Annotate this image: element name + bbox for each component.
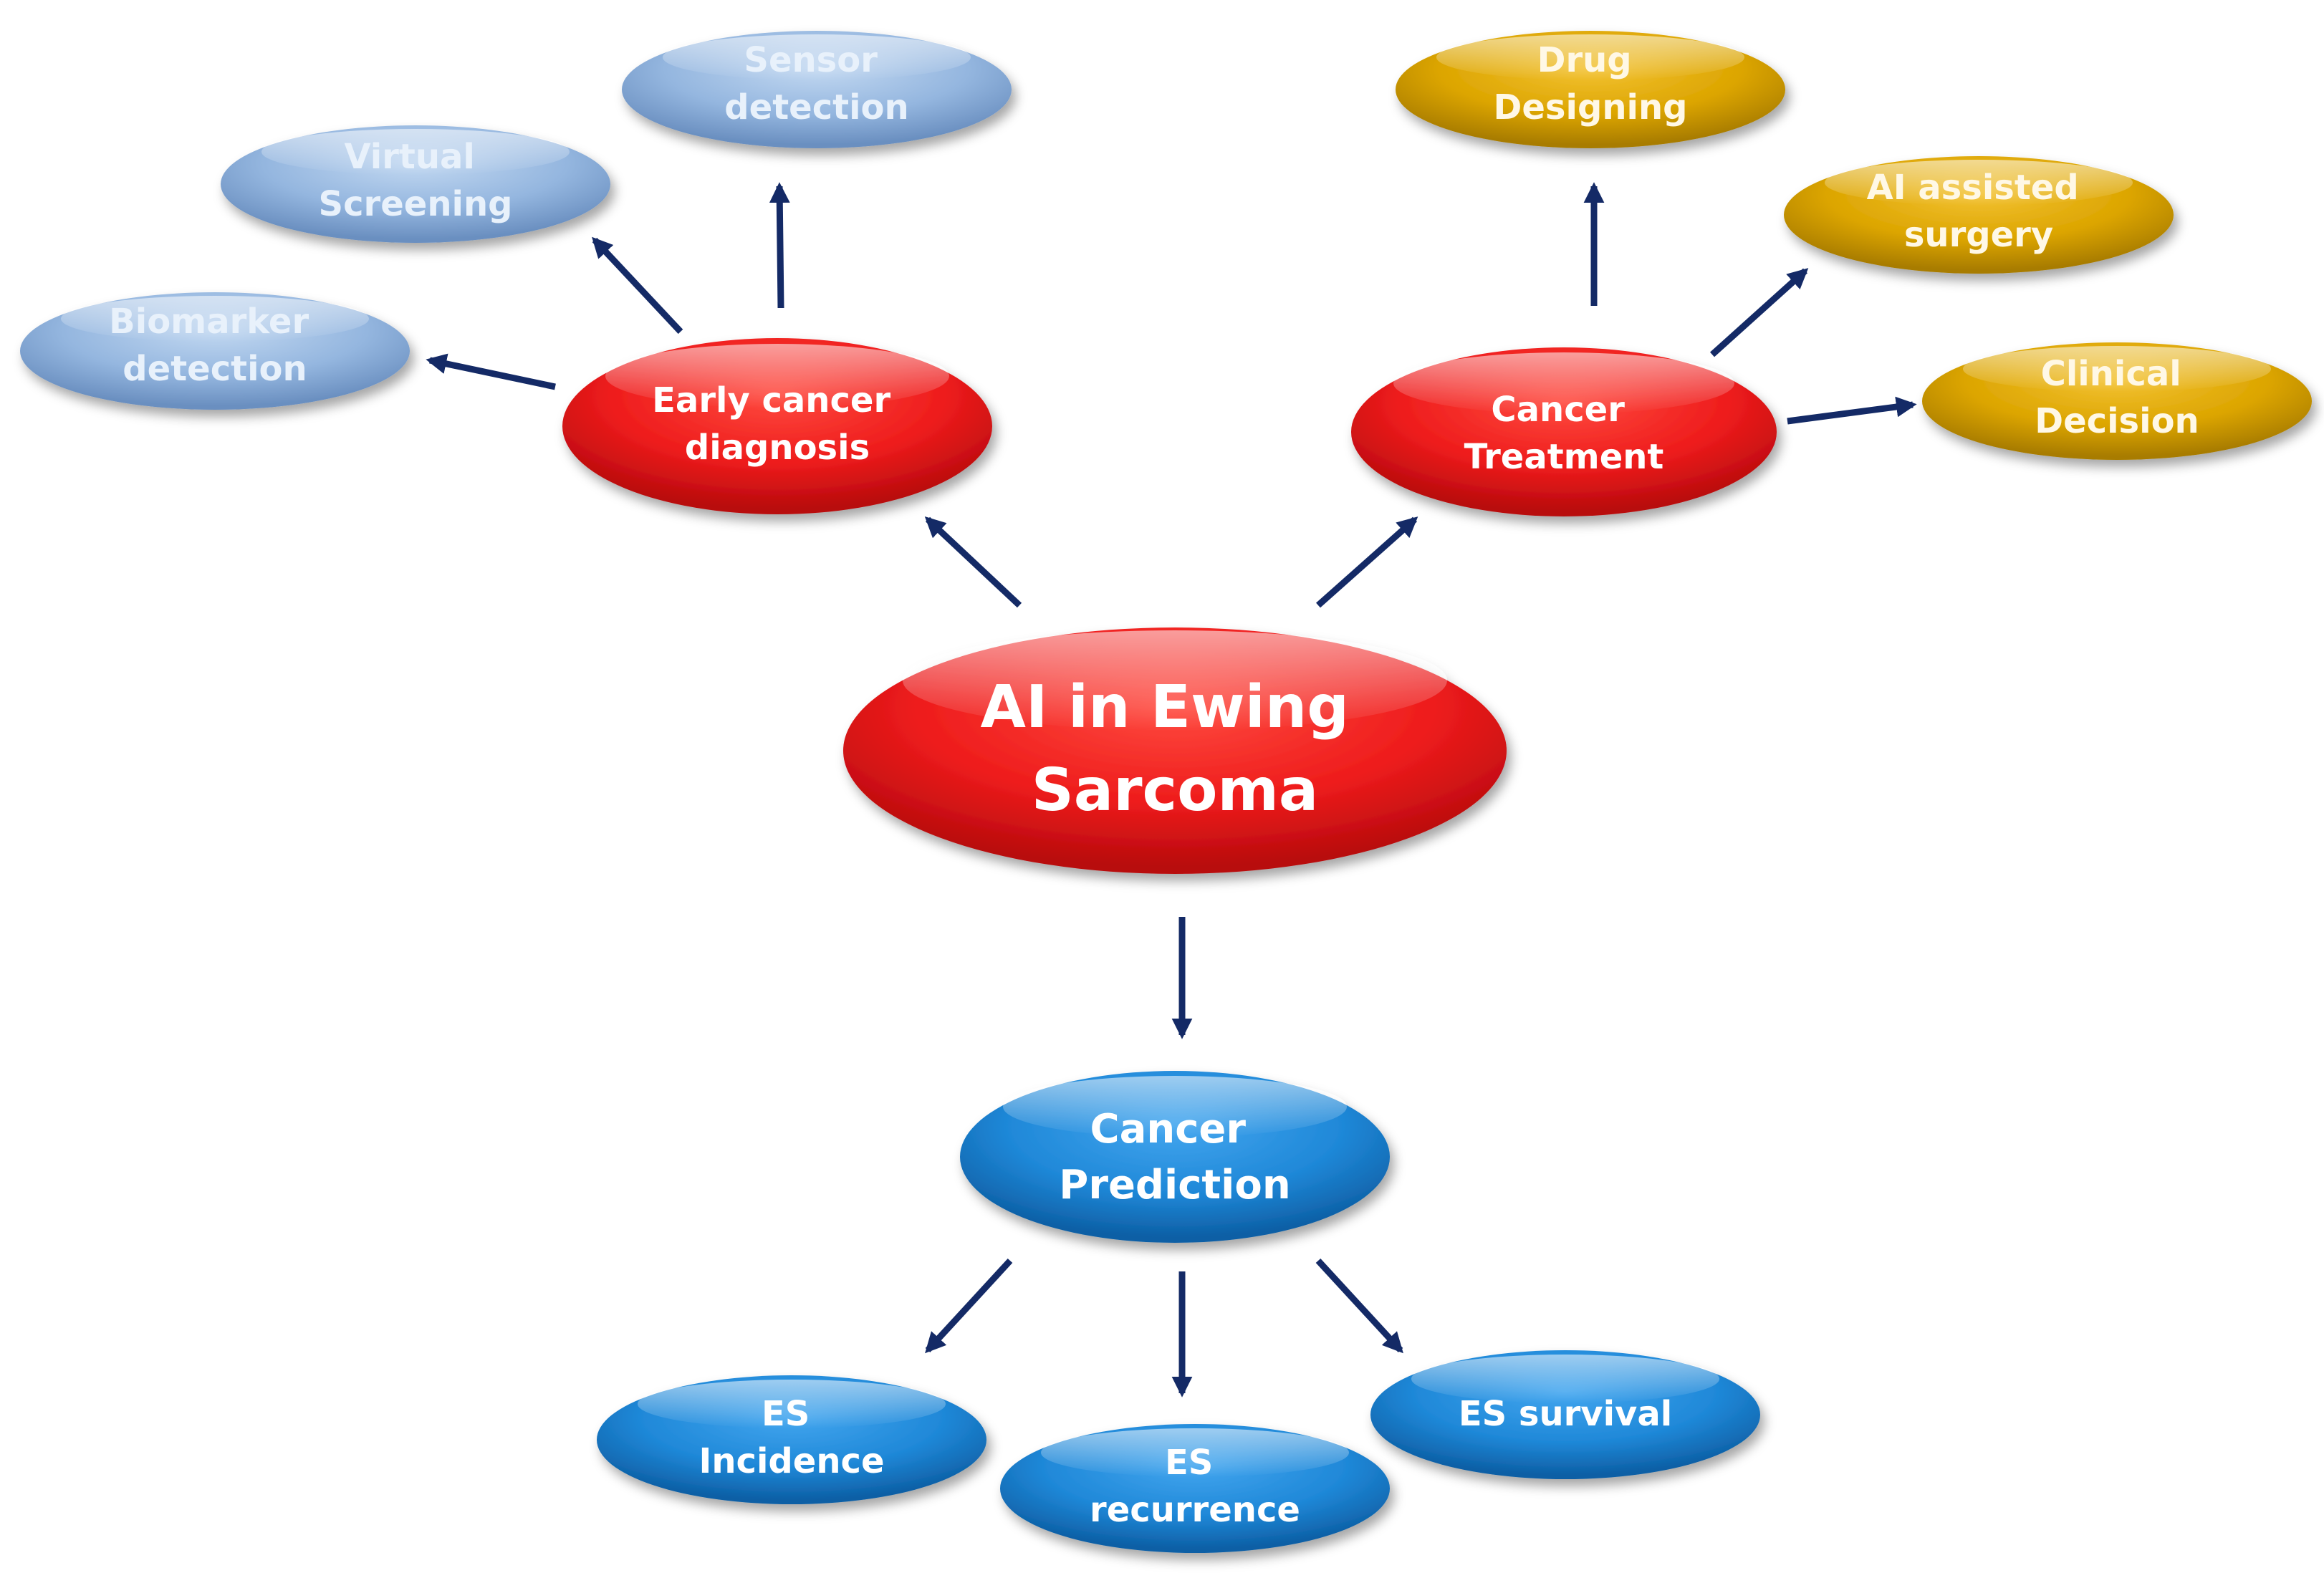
diagnosis-node: Early cancer diagnosis xyxy=(562,338,992,514)
arrow-prediction-to-incidence xyxy=(925,1258,1013,1354)
recurrence-label-line1: ES xyxy=(1165,1443,1213,1483)
svg-text:Biomarker detection: Biomarker detection xyxy=(109,302,321,389)
treatment-label-line2: Treatment xyxy=(1464,437,1664,477)
treatment-node: Cancer Treatment xyxy=(1351,347,1777,516)
arrow-treatment-to-clinical xyxy=(1787,396,1917,425)
biomarker-label-line2: detection xyxy=(123,349,307,389)
incidence-label-line1: ES xyxy=(762,1394,810,1434)
arrow-diagnosis-to-biomarker xyxy=(426,353,556,390)
virtual-label-line1: Virtual xyxy=(344,137,474,177)
svg-text:ES Incidence: ES Incidence xyxy=(698,1394,884,1481)
center-node: AI in Ewing Sarcoma xyxy=(843,627,1507,874)
prediction-node: Cancer Prediction xyxy=(960,1071,1390,1243)
arrow-center-to-treatment xyxy=(1316,516,1418,608)
prediction-label-line2: Prediction xyxy=(1059,1162,1290,1208)
arrow-prediction-to-survival xyxy=(1315,1258,1403,1354)
virtual-screening-node: Virtual Screening xyxy=(221,125,610,243)
svg-text:Cancer Treatment: Cancer Treatment xyxy=(1464,390,1664,477)
center-label-line2: Sarcoma xyxy=(1032,756,1319,824)
survival-label: ES survival xyxy=(1459,1394,1672,1434)
arrows xyxy=(426,182,1917,1398)
clinical-decision-node: Clinical Decision xyxy=(1922,342,2312,460)
sensor-node: Sensor detection xyxy=(622,31,1012,148)
diagnosis-label-line1: Early cancer xyxy=(652,380,890,420)
svg-text:ES recurrence: ES recurrence xyxy=(1090,1443,1300,1530)
svg-text:Clinical Decision: Clinical Decision xyxy=(2035,354,2199,441)
svg-text:Virtual Screening: Virtual Screening xyxy=(319,137,513,224)
treatment-label-line1: Cancer xyxy=(1491,390,1625,430)
biomarker-label-line1: Biomarker xyxy=(109,302,309,342)
es-survival-node: ES survival xyxy=(1370,1350,1760,1479)
surgery-label-line2: surgery xyxy=(1904,215,2053,255)
svg-text:Sensor detection: Sensor detection xyxy=(724,40,908,128)
svg-text:Early cancer diagnosis: Early cancer diagnosis xyxy=(652,380,903,468)
drug-label-line1: Drug xyxy=(1537,40,1632,80)
clinical-label-line2: Decision xyxy=(2035,401,2199,441)
svg-text:Drug Designing: Drug Designing xyxy=(1494,40,1688,128)
svg-text:AI in Ewing Sarcoma: AI in Ewing Sarcoma xyxy=(980,673,1369,824)
arrow-center-to-diagnosis xyxy=(924,516,1022,608)
arrow-treatment-to-surgery xyxy=(1709,268,1809,357)
virtual-label-line2: Screening xyxy=(319,184,513,224)
svg-text:ES survival: ES survival xyxy=(1459,1394,1672,1434)
surgery-label-line1: AI assisted xyxy=(1867,168,2079,208)
drug-designing-node: Drug Designing xyxy=(1396,31,1785,148)
biomarker-node: Biomarker detection xyxy=(20,292,410,410)
es-recurrence-node: ES recurrence xyxy=(1000,1424,1390,1553)
svg-text:Cancer Prediction: Cancer Prediction xyxy=(1059,1106,1290,1208)
recurrence-label-line2: recurrence xyxy=(1090,1490,1300,1530)
center-label-line1: AI in Ewing xyxy=(980,673,1349,741)
sensor-label-line2: detection xyxy=(724,87,908,128)
clinical-label-line1: Clinical xyxy=(2041,354,2181,394)
prediction-label-line1: Cancer xyxy=(1090,1106,1246,1153)
es-incidence-node: ES Incidence xyxy=(597,1375,986,1504)
arrow-diagnosis-to-sensor xyxy=(769,182,790,309)
incidence-label-line2: Incidence xyxy=(698,1441,884,1481)
svg-text:AI assisted surgery: AI assisted surgery xyxy=(1867,168,2091,255)
diagnosis-label-line2: diagnosis xyxy=(685,428,870,468)
ai-surgery-node: AI assisted surgery xyxy=(1784,156,2174,274)
arrow-diagnosis-to-virtual xyxy=(592,236,683,335)
sensor-label-line1: Sensor xyxy=(744,40,878,80)
drug-label-line2: Designing xyxy=(1494,87,1688,128)
